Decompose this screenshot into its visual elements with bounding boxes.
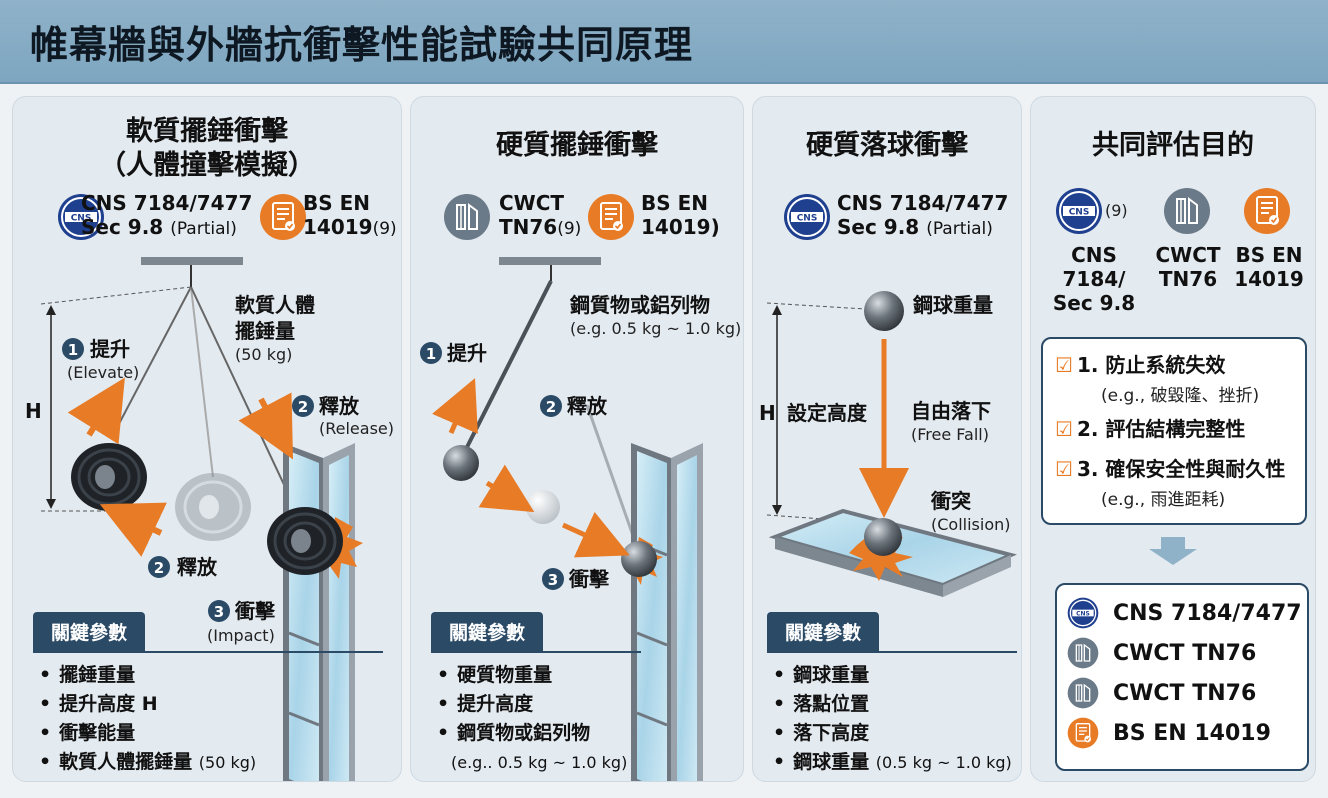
free-fall-label: 自由落下 <box>911 399 991 423</box>
drop-ball-illustration <box>766 291 1018 597</box>
height-label: H <box>759 401 776 425</box>
list-item: •鋼球重量 (0.5 kg ~ 1.0 kg) <box>773 751 1012 773</box>
step1-en: (Elevate) <box>67 363 140 382</box>
panel2-standard-bsen: BS EN 14019) <box>641 191 720 239</box>
svg-text:3: 3 <box>214 603 224 621</box>
step2-release-en: (Release) <box>319 419 394 438</box>
list-item: •提升高度 <box>437 693 534 715</box>
goal-item: ☑2. 評估結構完整性 <box>1055 417 1246 441</box>
common-standard-cns: CNS 7184/Sec 9.8 <box>1052 243 1136 315</box>
key-parameters-3: 關鍵參數 •鋼球重量 •落點位置 •落下高度 •鋼球重量 (0.5 kg ~ 1… <box>767 612 1017 777</box>
key-parameters-2: 關鍵參數 •硬質物重量 •提升高度 •鋼質物或鋁列物 (e.g.. 0.5 kg… <box>431 612 641 777</box>
panel-soft-pendulum: 軟質擺錘衝擊 （人體撞擊模擬） CNS 7184/7477 Sec 9.8 (P… <box>12 96 402 782</box>
list-item: •擺錘重量 <box>39 664 136 686</box>
steel-ball-elevated <box>443 445 479 481</box>
step2-label: 釋放 <box>567 394 607 418</box>
document-check-icon <box>1067 717 1099 749</box>
collision-en: (Collision) <box>931 515 1011 534</box>
panel1-standard-cns: CNS 7184/7477 Sec 9.8 (Partial) <box>81 191 253 239</box>
soft-pendulum-illustration: 1 2 2 3 <box>40 257 363 781</box>
goal-item: ☑1. 防止系統失效 <box>1055 353 1226 377</box>
height-text: 設定高度 <box>787 401 867 425</box>
list-item: •落下高度 <box>773 722 870 744</box>
panel4-title: 共同評估目的 <box>1092 130 1254 161</box>
glass-wall-frame <box>631 443 703 781</box>
material-range: (e.g. 0.5 kg ~ 1.0 kg) <box>570 319 742 338</box>
key-parameters-1: 關鍵參數 •擺錘重量 •提升高度 H •衝擊能量 •軟質人體擺錘量 (50 kg… <box>33 612 383 777</box>
tire-bag-ghost <box>175 473 251 541</box>
mass-label-2: 擺錘量 <box>235 319 295 343</box>
material-label: 鋼質物或鋁列物 <box>570 293 710 317</box>
panel1-standard-bsen: BS EN 14019(9) <box>303 191 397 239</box>
step1-label: 提升 <box>447 341 487 365</box>
panel1-subtitle: （人體撞擊模擬） <box>99 150 315 181</box>
step3-label: 衝擊 <box>569 567 609 591</box>
tire-bag-impact <box>267 507 343 575</box>
step2-release-label: 釋放 <box>319 394 359 418</box>
list-item: •提升高度 H <box>39 693 158 715</box>
panel1-title: 軟質擺錘衝擊 <box>126 116 288 147</box>
badge-suffix: (9) <box>1105 201 1128 220</box>
title-bar: 帷幕牆與外牆抗衝擊性能試驗共同原理 <box>0 0 1328 84</box>
svg-text:2: 2 <box>298 398 308 416</box>
key-parameters-title: 關鍵參數 <box>33 612 146 651</box>
svg-text:1: 1 <box>68 341 78 359</box>
goals-box: ☑1. 防止系統失效 (e.g., 破毀隆、挫折) ☑2. 評估結構完整性 ☑3… <box>1041 337 1307 525</box>
steel-ball-impact <box>621 541 657 577</box>
list-item: (e.g.. 0.5 kg ~ 1.0 kg) <box>451 753 628 772</box>
down-arrow-icon <box>1149 537 1197 565</box>
mass-label-1: 軟質人體 <box>235 293 315 317</box>
list-item: •硬質物重量 <box>437 664 553 686</box>
list-item: •鋼球重量 <box>773 664 870 686</box>
panel2-title: 硬質擺錘衝擊 <box>496 130 658 161</box>
step2-label: 釋放 <box>177 555 217 579</box>
steel-ball-collision <box>864 518 902 556</box>
svg-text:3: 3 <box>548 571 558 589</box>
collision-label: 衝突 <box>931 489 971 513</box>
cns-logo-icon <box>1067 597 1099 629</box>
key-parameters-title: 關鍵參數 <box>767 612 880 651</box>
svg-text:2: 2 <box>154 559 164 577</box>
key-parameters-title: 關鍵參數 <box>431 612 544 651</box>
svg-text:2: 2 <box>546 398 556 416</box>
panel3-title: 硬質落球衝擊 <box>806 130 968 161</box>
tire-bag-elevated <box>71 443 147 511</box>
step3-label: 衝擊 <box>235 599 275 623</box>
free-fall-en: (Free Fall) <box>911 425 989 444</box>
step3-en: (Impact) <box>207 626 275 645</box>
cwct-facade-icon <box>1067 677 1099 709</box>
height-label: H <box>25 399 42 423</box>
goal-sub: (e.g., 雨進距耗) <box>1101 490 1226 510</box>
ball-weight-label: 鋼球重量 <box>913 293 993 317</box>
panel2-standard-cwct: CWCT TN76(9) <box>499 191 582 239</box>
steel-ball-ghost <box>526 490 560 524</box>
panel-hard-drop-ball: 硬質落球衝擊 CNS 7184/7477 Sec 9.8 (Partial) 鋼… <box>752 96 1022 782</box>
steel-ball-top <box>864 291 904 331</box>
panel3-standard-cns: CNS 7184/7477 Sec 9.8 (Partial) <box>837 191 1009 239</box>
svg-text:1: 1 <box>426 345 436 363</box>
step1-label: 提升 <box>90 337 130 361</box>
hard-pendulum-illustration: 1 2 3 <box>420 257 703 781</box>
list-item: •軟質人體擺錘量 (50 kg) <box>39 751 257 773</box>
list-item: •鋼質物或鋁列物 <box>437 722 591 744</box>
page-title: 帷幕牆與外牆抗衝擊性能試驗共同原理 <box>30 23 694 67</box>
goal-item: ☑3. 確保安全性與耐久性 <box>1055 457 1286 481</box>
mass-value: (50 kg) <box>235 345 293 364</box>
list-item: •衝擊能量 <box>39 722 136 744</box>
panel-hard-pendulum: 硬質擺錘衝擊 CWCT TN76(9) BS EN 14019) 1 <box>410 96 744 782</box>
list-item: •落點位置 <box>773 693 870 715</box>
cwct-facade-icon <box>1067 637 1099 669</box>
standards-list: CNS 7184/7477 CWCT TN76 CWCT TN76 BS EN … <box>1055 583 1309 771</box>
goal-sub: (e.g., 破毀隆、挫折) <box>1101 386 1260 406</box>
